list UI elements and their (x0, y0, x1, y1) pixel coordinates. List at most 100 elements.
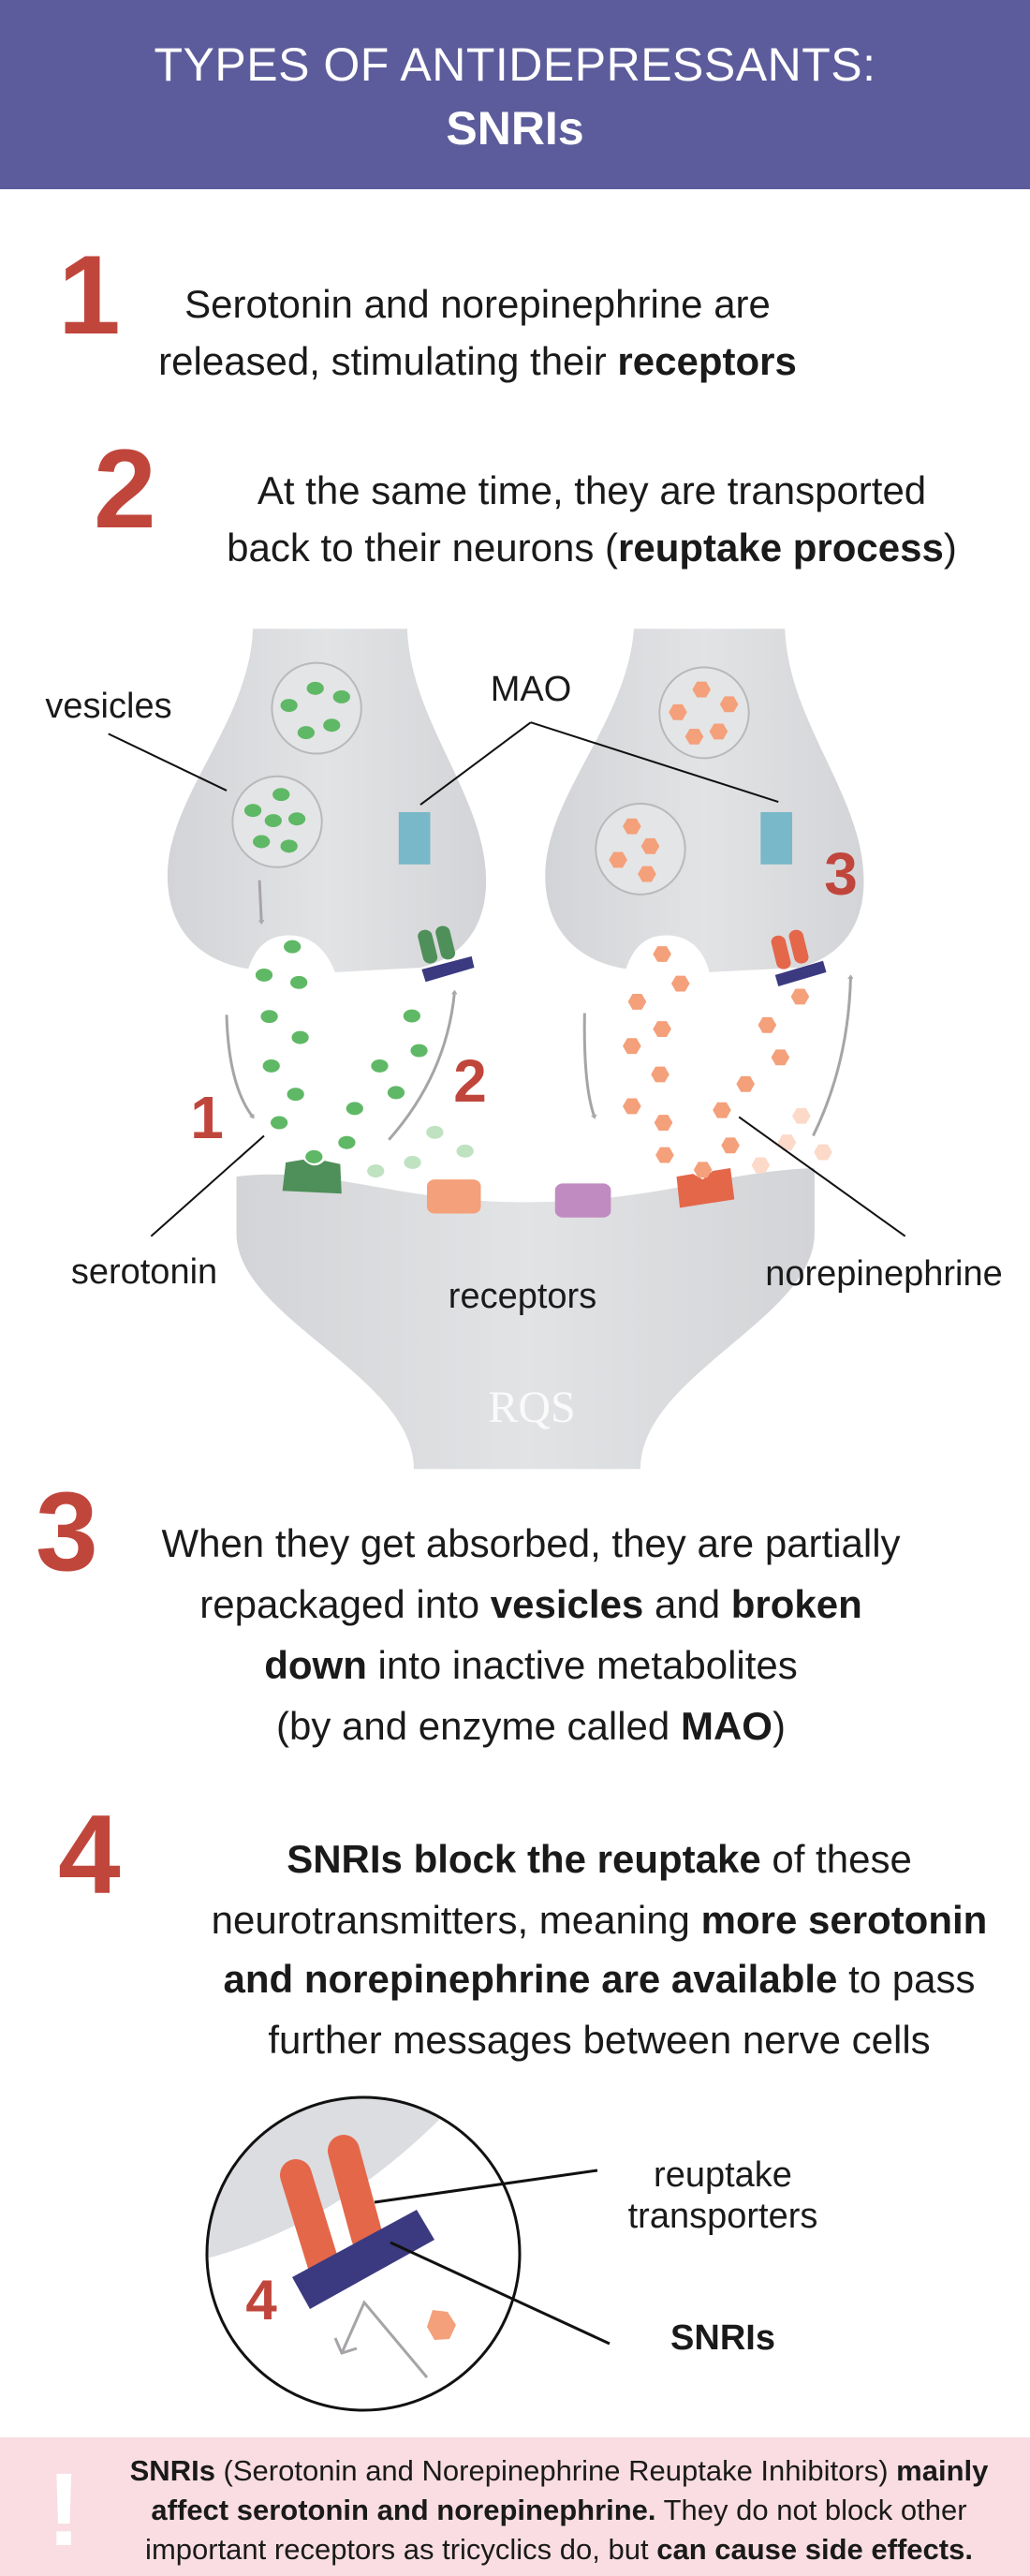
serotonin-molecule (410, 1044, 428, 1058)
step-1-text-line: released, stimulating their receptors (158, 342, 797, 381)
text-segment: further messages between nerve cells (268, 2018, 931, 2062)
presynaptic-neuron-left (167, 629, 487, 972)
norepinephrine-molecule (771, 1049, 790, 1066)
text-segment: ) (772, 1704, 786, 1748)
norepinephrine-molecule (736, 1075, 756, 1092)
serotonin-molecule (272, 788, 290, 802)
text-segment: released, stimulating their (158, 339, 618, 383)
emphasis-text: down (264, 1643, 367, 1687)
norepinephrine-molecule (713, 1102, 731, 1118)
norepinephrine-molecule (627, 993, 647, 1010)
note-banner (0, 2437, 1030, 2576)
serotonin-molecule (255, 968, 273, 982)
emphasis-text: mainly (896, 2454, 989, 2487)
serotonin-molecule (403, 1009, 420, 1023)
serotonin-molecule (284, 940, 302, 954)
text-segment: When they get absorbed, they are partial… (161, 1521, 901, 1565)
note-line: important receptors as tricyclics do, bu… (145, 2535, 973, 2564)
serotonin-molecule (280, 699, 298, 713)
label-receptors: receptors (449, 1277, 596, 1316)
vesicle (272, 663, 360, 754)
text-segment: ) (943, 526, 957, 570)
norepinephrine-molecule-faded (777, 1134, 797, 1151)
reuptake-transporter-norepinephrine (771, 929, 827, 987)
exclamation-icon: ! (47, 2452, 81, 2568)
norepinephrine-receptor (676, 1168, 735, 1208)
postsynaptic-neuron (236, 1168, 815, 1470)
vesicle (659, 667, 748, 758)
step-2-text-line: back to their neurons (reuptake process) (227, 528, 957, 568)
serotonin-molecule (371, 1059, 389, 1073)
norepinephrine-molecule (790, 988, 810, 1005)
step-4-text-line: further messages between nerve cells (268, 2021, 930, 2060)
step-1-text-line: Serotonin and norepinephrine are (184, 285, 771, 324)
serotonin-molecule (332, 689, 350, 703)
label-snris: SNRIs (670, 2318, 775, 2358)
serotonin-molecule (262, 1059, 280, 1073)
step-4-text-line: neurotransmitters, meaning more serotoni… (212, 1901, 988, 1940)
text-segment: neurotransmitters, meaning (211, 1898, 701, 1942)
serotonin-molecule (287, 1088, 304, 1102)
marker-2: 2 (453, 1047, 487, 1115)
serotonin-molecule (264, 814, 282, 828)
text-segment: At the same time, they are transported (257, 468, 927, 512)
norepinephrine-molecule (721, 1137, 740, 1154)
serotonin-receptor (282, 1159, 342, 1194)
snri-blocker (292, 2210, 434, 2309)
step-number-3: 3 (36, 1469, 98, 1594)
leader-line-vesicles (109, 733, 227, 791)
step-3-text-line: down into inactive metabolites (264, 1646, 798, 1685)
norepinephrine-molecule (692, 681, 712, 698)
arrow-release (259, 881, 261, 923)
label-serotonin: serotonin (71, 1252, 217, 1292)
emphasis-text: can cause side effects. (656, 2533, 973, 2566)
synapse-diagram: vesicles MAO serotonin receptors norepin… (45, 629, 1003, 1470)
serotonin-molecule-faded (426, 1125, 444, 1139)
reuptake-transporter (280, 2159, 339, 2279)
serotonin-molecule-faded (404, 1155, 421, 1169)
step-2-text-line: At the same time, they are transported (258, 471, 926, 511)
serotonin-molecule (387, 1086, 405, 1100)
reuptake-transporter-serotonin (418, 925, 475, 983)
receptor (426, 1179, 481, 1214)
mao-enzyme (760, 811, 793, 865)
emphasis-text: and norepinephrine are available (223, 1957, 838, 2001)
norepinephrine-molecule-faded (751, 1157, 771, 1174)
norepinephrine-molecule (623, 1038, 641, 1055)
serotonin-molecule (243, 804, 262, 818)
norepinephrine-molecule (638, 866, 656, 882)
text-segment: They do not block other (655, 2494, 967, 2526)
step-number-2: 2 (94, 426, 156, 552)
norepinephrine-molecule (640, 837, 660, 854)
receptor (554, 1183, 611, 1218)
label-transporters: transporters (628, 2197, 818, 2236)
label-mao: MAO (491, 670, 572, 709)
serotonin-molecule (271, 1116, 288, 1130)
norepinephrine-molecule (653, 1021, 671, 1037)
arrow-reuptake (813, 977, 850, 1136)
norepinephrine-molecule-faded (814, 1144, 832, 1161)
emphasis-text: SNRIs (129, 2454, 215, 2487)
norepinephrine-molecule (709, 723, 728, 740)
leader-line-norepinephrine (739, 1117, 905, 1236)
norepinephrine-molecule (655, 1147, 674, 1163)
serotonin-molecule-faded (367, 1164, 385, 1178)
note-line: SNRIs (Serotonin and Norepinephrine Reup… (130, 2456, 989, 2485)
norepinephrine-molecule (653, 946, 671, 962)
norepinephrine-molecule-faded (792, 1107, 811, 1124)
text-segment: and (643, 1582, 731, 1626)
step-3-text-line: repackaged into vesicles and broken (199, 1585, 862, 1624)
text-segment: (by and enzyme called (276, 1704, 681, 1748)
serotonin-molecule-faded (456, 1144, 474, 1158)
title-line-1: TYPES OF ANTIDEPRESSANTS: (154, 38, 876, 91)
norepinephrine-molecule (623, 818, 641, 835)
arrow-release (227, 1014, 253, 1117)
norepinephrine-molecule (651, 1066, 670, 1083)
text-segment: to pass (837, 1957, 976, 2001)
norepinephrine-molecule (684, 728, 704, 745)
step-3-text-line: (by and enzyme called MAO) (276, 1707, 786, 1746)
step-4-text-line: SNRIs block the reuptake of these (287, 1840, 912, 1879)
norepinephrine-molecule (719, 696, 739, 713)
text-segment: into inactive metabolites (366, 1643, 798, 1687)
vesicle (596, 804, 684, 895)
